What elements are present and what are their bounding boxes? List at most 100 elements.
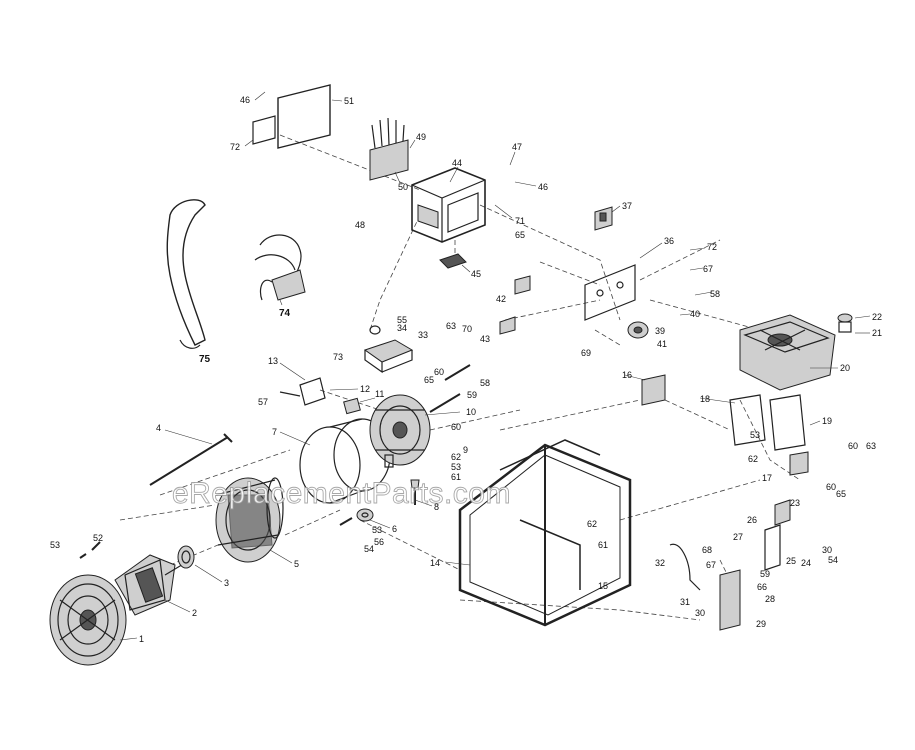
callout-72-right: 72 xyxy=(707,242,717,252)
callout-70: 70 xyxy=(462,324,472,334)
callout-66: 66 xyxy=(757,582,767,592)
callout-50: 50 xyxy=(398,182,408,192)
callout-6: 6 xyxy=(392,524,397,534)
receptacle-part xyxy=(439,253,467,269)
stud-part xyxy=(410,479,420,505)
callout-63-middle: 63 xyxy=(446,321,456,331)
callout-11: 11 xyxy=(375,389,384,399)
grommet-part xyxy=(356,508,374,522)
callout-56: 56 xyxy=(374,537,384,547)
callout-9: 9 xyxy=(463,445,468,455)
connector-block-part xyxy=(369,117,409,181)
callout-59-right: 59 xyxy=(760,569,770,579)
callout-54-center: 54 xyxy=(364,544,374,554)
callout-63-right: 63 xyxy=(866,441,876,451)
callout-20: 20 xyxy=(840,363,850,373)
end-cover-part xyxy=(49,574,127,666)
knob-part xyxy=(627,321,649,339)
callout-52: 52 xyxy=(93,533,103,543)
rectifier-module-part xyxy=(363,325,414,374)
callout-46-right: 46 xyxy=(538,182,548,192)
watermark-text: eReplacementParts.com xyxy=(172,477,511,510)
callout-26: 26 xyxy=(747,515,757,525)
callout-41: 41 xyxy=(657,339,667,349)
callout-23: 23 xyxy=(790,498,800,508)
callout-31: 31 xyxy=(680,597,690,607)
callout-17: 17 xyxy=(762,473,772,483)
callout-74: 74 xyxy=(279,308,291,319)
panel-bracket-part xyxy=(584,264,636,321)
switch-part xyxy=(594,206,613,231)
wiring-harness-part xyxy=(254,234,306,301)
callout-5: 5 xyxy=(294,559,299,569)
callout-13: 13 xyxy=(268,356,278,366)
callout-3: 3 xyxy=(224,578,229,588)
callout-62-right: 62 xyxy=(748,454,758,464)
right-hardware-parts xyxy=(669,499,791,631)
leader-lines xyxy=(119,91,871,641)
callout-75: 75 xyxy=(199,354,211,365)
callout-60-middle: 60 xyxy=(434,367,444,377)
assembly-guide-lines xyxy=(119,134,801,621)
callout-65-top: 65 xyxy=(515,230,525,240)
callout-30-upper: 30 xyxy=(822,545,832,555)
fuel-cap-part xyxy=(837,313,853,333)
callout-55: 55 xyxy=(397,315,407,325)
callout-16: 16 xyxy=(622,370,632,380)
callout-15: 15 xyxy=(598,581,608,591)
band-part xyxy=(299,418,391,504)
callout-73: 73 xyxy=(333,352,343,362)
callout-72-top: 72 xyxy=(230,142,240,152)
screw-parts xyxy=(79,364,471,559)
callout-40: 40 xyxy=(690,309,700,319)
tank-bracket-part xyxy=(641,374,666,406)
callout-10: 10 xyxy=(466,407,476,417)
callout-60-housing: 60 xyxy=(451,422,461,432)
callout-58-middle: 58 xyxy=(480,378,490,388)
callout-29: 29 xyxy=(756,619,766,629)
callout-1: 1 xyxy=(139,634,144,644)
callout-47: 47 xyxy=(512,142,522,152)
callout-61-frame: 61 xyxy=(598,540,608,550)
callout-42: 42 xyxy=(496,294,506,304)
callout-43: 43 xyxy=(480,334,490,344)
callout-48: 48 xyxy=(355,220,365,230)
callout-24: 24 xyxy=(801,558,811,568)
callout-62-frame: 62 xyxy=(587,519,597,529)
callout-32: 32 xyxy=(655,558,665,568)
callout-51: 51 xyxy=(344,96,354,106)
callout-46-top: 46 xyxy=(240,95,250,105)
callout-19: 19 xyxy=(822,416,832,426)
fuel-tank-part xyxy=(739,314,836,391)
rear-panel-part xyxy=(252,84,331,149)
callout-30-lower: 30 xyxy=(695,608,705,618)
callout-44: 44 xyxy=(452,158,462,168)
callout-36: 36 xyxy=(664,236,674,246)
callout-49: 49 xyxy=(416,132,426,142)
callout-18: 18 xyxy=(700,394,710,404)
callout-60-right-low: 60 xyxy=(826,482,836,492)
callout-68: 68 xyxy=(702,545,712,555)
callout-33: 33 xyxy=(418,330,428,340)
callout-14: 14 xyxy=(430,558,440,568)
callout-69: 69 xyxy=(581,348,591,358)
callout-12: 12 xyxy=(360,384,370,394)
rotor-part xyxy=(114,554,191,616)
bearing-part xyxy=(177,545,195,569)
callout-67-top: 67 xyxy=(703,264,713,274)
through-bolt-part xyxy=(149,433,233,486)
callout-54-right: 54 xyxy=(828,555,838,565)
callout-60-right-top: 60 xyxy=(848,441,858,451)
callout-34: 34 xyxy=(397,323,407,333)
callout-65-middle: 65 xyxy=(424,375,434,385)
callout-67-bottom: 67 xyxy=(706,560,716,570)
callout-7: 7 xyxy=(272,427,277,437)
callout-53-right: 53 xyxy=(750,430,760,440)
callout-53-housing: 53 xyxy=(451,462,461,472)
callout-62-housing: 62 xyxy=(451,452,461,462)
callout-8: 8 xyxy=(434,502,439,512)
callout-71: 71 xyxy=(515,216,525,226)
strap-parts xyxy=(729,394,809,476)
callout-58-top: 58 xyxy=(710,289,720,299)
